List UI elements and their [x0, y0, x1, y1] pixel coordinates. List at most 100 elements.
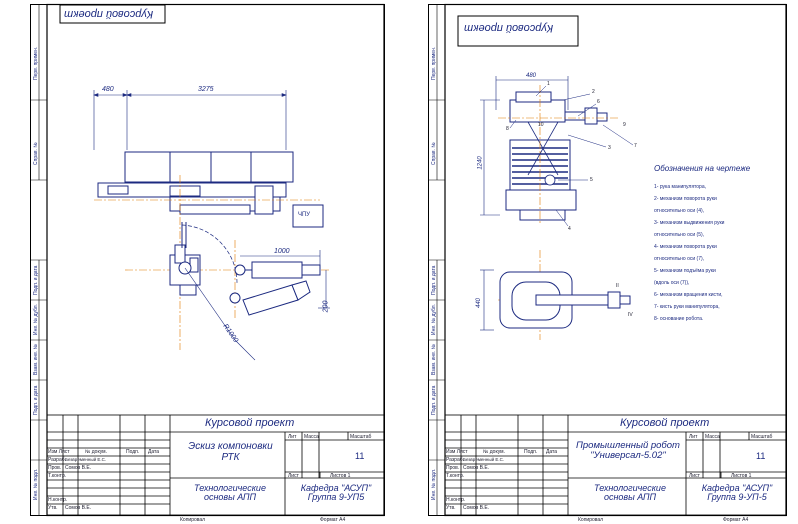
row-label: Н.контр.: [48, 497, 68, 503]
part-number: 7: [634, 143, 637, 149]
sheet-right-graphics: [428, 3, 787, 517]
dim-200: 200: [322, 300, 330, 313]
legend-item: 4- механизм поворота руки: [654, 244, 717, 250]
legend-item: относительно оси (4),: [654, 208, 705, 214]
col-sheets: Листов 1: [731, 473, 752, 479]
side-label: Подп. и дата: [431, 385, 437, 415]
dim-480: 480: [526, 73, 537, 79]
corner-stamp: Курсовой проект: [64, 8, 154, 20]
row-label: Утв.: [446, 505, 456, 511]
side-stamp-cells: [30, 4, 47, 515]
side-label: Справ. №: [431, 142, 437, 165]
part-number: 4: [568, 226, 571, 232]
row-label: Пров.: [48, 465, 62, 471]
inner-frame: [46, 3, 385, 517]
title-doc: Промышленный робот "Универсал-5.02": [576, 440, 680, 462]
dim-1000: 1000: [274, 248, 290, 255]
part-number: 5: [590, 177, 593, 183]
sheet-number: 11: [756, 451, 766, 461]
part-number: 8: [506, 126, 509, 132]
sheet-left-graphics: [30, 3, 385, 517]
side-label: Перв. примен.: [431, 46, 437, 80]
side-label: Взам. инв. №: [33, 344, 39, 375]
title-project: Курсовой проект: [205, 417, 295, 429]
col-doc: № докум.: [85, 449, 107, 455]
title-block-grid: [46, 414, 385, 516]
col-scale: Масштаб: [350, 434, 372, 440]
row-label: Разраб.: [48, 457, 67, 463]
legend-item: 7- кисть руки манипулятора,: [654, 304, 720, 310]
dim-480: 480: [102, 86, 114, 93]
footer-copied: Копировал: [578, 517, 604, 523]
axis-label: IV: [628, 312, 633, 318]
part-number: 3: [608, 145, 611, 151]
developer-name: Безвременный Е.С.: [65, 457, 107, 462]
col-sign: Подп.: [524, 449, 538, 455]
axis-label: II: [616, 283, 619, 289]
dim-440: 440: [476, 297, 483, 309]
legend-item: (вдоль оси (7)),: [654, 280, 690, 286]
side-label: Подп. и дата: [33, 385, 39, 415]
side-label: Инв. № дубл.: [431, 304, 437, 335]
col-sheet: Лист: [288, 473, 299, 479]
row-label: Пров.: [446, 465, 460, 471]
part-number: 1: [547, 81, 550, 87]
part-number: 9: [623, 122, 626, 128]
part-number: 10: [538, 122, 544, 128]
row-label: Т.контр.: [446, 473, 465, 479]
side-label: Инв. № дубл.: [33, 304, 39, 335]
col-lit: Лит: [689, 434, 698, 440]
checker-name: Сомов В.Е.: [463, 465, 490, 471]
legend-item: 3- механизм выдвижения руки: [654, 220, 725, 226]
row-label: Изм Лист: [48, 449, 70, 455]
part-number: 6: [597, 99, 600, 105]
approver-name: Сомов В.Е.: [463, 505, 490, 511]
dim-3275: 3275: [198, 86, 214, 93]
legend-item: 5- механизм подъёма руки: [654, 268, 716, 274]
row-label: Разраб.: [446, 457, 465, 463]
col-date: Дата: [148, 449, 160, 455]
drawing-sheet-left: Курсовой проект Перв. примен. Справ. № П…: [30, 0, 387, 524]
title-dept: Кафедра "АСУП" Группа 9-УП-5: [701, 483, 773, 503]
col-mass: Масса: [705, 434, 720, 440]
col-mass: Масса: [304, 434, 319, 440]
approver-name: Сомов В.Е.: [65, 505, 92, 511]
legend-item: 6- механизм вращения кисти,: [654, 292, 723, 298]
legend-title: Обозначения на чертеже: [654, 164, 751, 173]
side-label: Взам. инв. №: [431, 344, 437, 375]
part-number: 2: [592, 89, 595, 95]
legend-item: 2- механизм поворота руки: [654, 196, 717, 202]
side-label: Инв. № подл.: [431, 468, 437, 500]
checker-name: Сомов В.Е.: [65, 465, 92, 471]
col-lit: Лит: [288, 434, 297, 440]
cnc-callout: ЧПУ: [298, 212, 311, 218]
row-label: Изм Лист: [446, 449, 468, 455]
col-sheets: Листов 1: [330, 473, 351, 479]
col-sheet: Лист: [689, 473, 700, 479]
legend-item: относительно оси (5),: [654, 232, 705, 238]
col-sign: Подп.: [126, 449, 140, 455]
title-subject: Технологические основы АПП: [194, 483, 266, 503]
side-label: Подп. и дата: [431, 265, 437, 295]
side-label: Подп. и дата: [33, 265, 39, 295]
title-dept: Кафедра "АСУП" Группа 9-УП5: [300, 483, 372, 503]
row-label: Т.контр.: [48, 473, 67, 479]
sheet-number: 11: [355, 451, 365, 461]
side-label: Инв. № подл.: [33, 468, 39, 500]
developer-name: Безвременный Е.С.: [463, 457, 505, 462]
dim-1240: 1240: [477, 156, 484, 170]
legend-item: относительно оси (7),: [654, 256, 705, 262]
side-label: Справ. №: [33, 142, 39, 165]
drawing-sheet-right: Курсовой проект Перв. примен. Справ. № П…: [428, 0, 790, 524]
side-label: Перв. примен.: [33, 46, 39, 80]
row-label: Н.контр.: [446, 497, 466, 503]
legend-item: 8- основание робота.: [654, 316, 704, 322]
title-project: Курсовой проект: [620, 417, 710, 429]
col-doc: № докум.: [483, 449, 505, 455]
corner-stamp: Курсовой проект: [464, 22, 554, 34]
outer-frame: [30, 4, 385, 516]
legend-item: 1- рука манипулятора,: [654, 184, 706, 190]
footer-copied: Копировал: [180, 517, 206, 523]
title-subject: Технологические основы АПП: [594, 483, 666, 503]
footer-format: Формат А4: [723, 517, 749, 523]
